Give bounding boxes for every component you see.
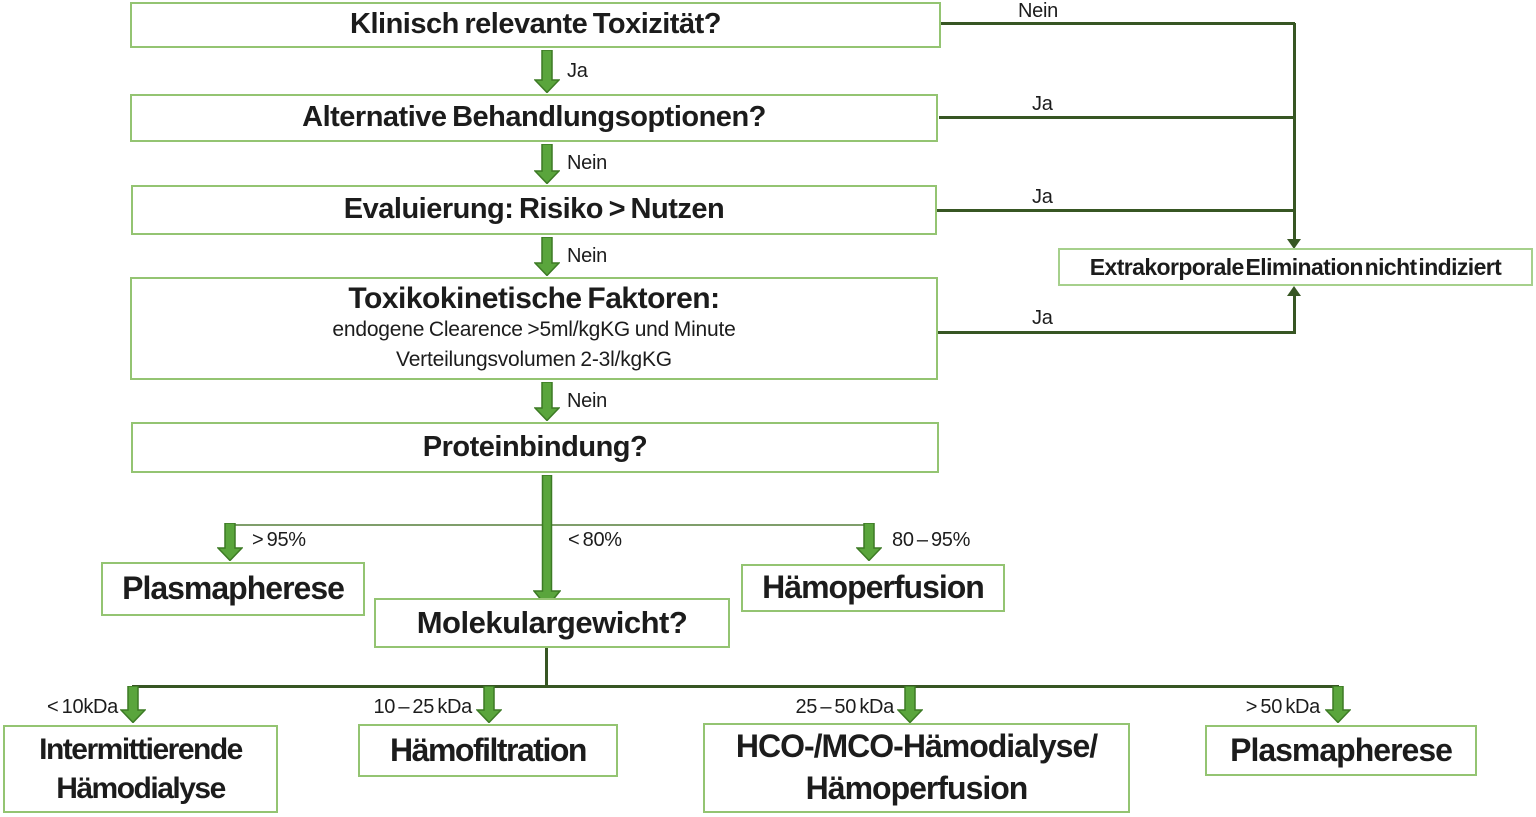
edge-label-protein-lt80: < 80% bbox=[568, 529, 622, 551]
result-box-haemofiltration-label: Hämofiltration bbox=[390, 731, 587, 768]
molecular-stem-line bbox=[545, 646, 548, 688]
decision-box-toxicokinetics-line2: Verteilungsvolumen 2-3l/kgKG bbox=[396, 348, 672, 371]
edge-label-protein-80-95: 80 – 95% bbox=[892, 529, 971, 551]
decision-box-evaluation: Evaluierung: Risiko > Nutzen bbox=[131, 185, 937, 235]
edge-label-toxicity-no: Nein bbox=[1018, 0, 1058, 22]
result-box-intermittent-line2: Hämodialyse bbox=[56, 772, 226, 805]
down-arrow-icon bbox=[897, 686, 923, 723]
edge-label-mw-lt10: < 10kDa bbox=[47, 696, 118, 718]
decision-box-evaluation-label: Evaluierung: Risiko > Nutzen bbox=[343, 193, 725, 226]
result-box-haemoperfusion-label: Hämoperfusion bbox=[762, 569, 985, 606]
connector-right-vertical-line bbox=[1293, 23, 1296, 240]
connector-alternatives-yes-line bbox=[939, 116, 1295, 119]
down-arrow-icon bbox=[533, 475, 561, 608]
connector-up-vertical-line bbox=[1293, 294, 1296, 334]
result-box-intermittent-haemodialysis: Intermittierende Hämodialyse bbox=[3, 725, 278, 813]
edge-label-evaluation-yes: Ja bbox=[1032, 186, 1053, 208]
decision-box-toxicokinetics-title: Toxikokinetische Faktoren: bbox=[348, 282, 720, 316]
edge-label-mw-10-25: 10 – 25 kDa bbox=[373, 696, 472, 718]
decision-box-proteinbinding: Proteinbindung? bbox=[131, 422, 939, 473]
result-box-haemofiltration: Hämofiltration bbox=[358, 724, 618, 777]
result-box-plasmapheresis-right: Plasmapherese bbox=[1205, 725, 1477, 776]
result-box-hco-mco: HCO-/MCO-Hämodialyse/ Hämoperfusion bbox=[703, 723, 1130, 813]
result-box-intermittent-line1: Intermittierende bbox=[39, 733, 243, 766]
edge-label-evaluation-no: Nein bbox=[567, 245, 607, 267]
down-arrow-icon bbox=[534, 144, 560, 184]
decision-box-toxicity-label: Klinisch relevante Toxizität? bbox=[350, 8, 721, 41]
down-arrow-icon bbox=[1325, 686, 1351, 723]
result-box-plasmapheresis-right-label: Plasmapherese bbox=[1230, 731, 1453, 768]
down-arrow-icon bbox=[534, 382, 560, 421]
down-arrow-icon bbox=[534, 237, 560, 276]
edge-label-protein-gt95: > 95% bbox=[252, 529, 306, 551]
result-box-plasmapheresis-left: Plasmapherese bbox=[101, 562, 365, 616]
edge-label-alternatives-no: Nein bbox=[567, 152, 607, 174]
decision-box-alternatives-label: Alternative Behandlungsoptionen? bbox=[302, 101, 766, 134]
down-arrow-icon bbox=[534, 50, 560, 93]
decision-box-molecularweight: Molekulargewicht? bbox=[374, 598, 730, 648]
edge-label-toxicokinetics-no: Nein bbox=[567, 390, 607, 412]
edge-label-toxicokinetics-yes: Ja bbox=[1032, 307, 1053, 329]
connector-toxicokinetics-yes-line bbox=[938, 331, 1296, 334]
decision-box-toxicokinetics-line1: endogene Clearence >5ml/kgKG und Minute bbox=[332, 318, 736, 342]
down-arrow-icon bbox=[856, 523, 882, 561]
result-box-plasmapheresis-left-label: Plasmapherese bbox=[122, 570, 345, 607]
down-arrow-icon bbox=[120, 686, 146, 723]
arrowhead-down-icon bbox=[1287, 239, 1301, 249]
edge-label-mw-gt50: > 50 kDa bbox=[1245, 696, 1321, 718]
result-box-haemoperfusion: Hämoperfusion bbox=[741, 564, 1005, 612]
edge-label-toxicity-yes: Ja bbox=[567, 60, 588, 82]
down-arrow-icon bbox=[217, 523, 243, 561]
molecular-branch-line bbox=[132, 685, 1339, 688]
edge-label-mw-25-50: 25 – 50 kDa bbox=[795, 696, 894, 718]
edge-label-alternatives-yes: Ja bbox=[1032, 93, 1053, 115]
result-box-hco-mco-line2: Hämoperfusion bbox=[805, 770, 1029, 806]
decision-box-toxicokinetics: Toxikokinetische Faktoren: endogene Clea… bbox=[130, 277, 938, 380]
result-box-not-indicated: Extrakorporale Elimination nicht indizie… bbox=[1058, 248, 1533, 286]
result-box-not-indicated-label: Extrakorporale Elimination nicht indizie… bbox=[1089, 253, 1502, 280]
arrowhead-up-icon bbox=[1287, 286, 1301, 296]
connector-evaluation-yes-line bbox=[937, 209, 1295, 212]
result-box-hco-mco-line1: HCO-/MCO-Hämodialyse/ bbox=[735, 728, 1098, 765]
decision-box-proteinbinding-label: Proteinbindung? bbox=[422, 430, 648, 463]
down-arrow-icon bbox=[476, 686, 502, 723]
decision-box-toxicity: Klinisch relevante Toxizität? bbox=[130, 2, 941, 48]
connector-toxicity-no-line bbox=[941, 22, 1295, 25]
decision-box-alternatives: Alternative Behandlungsoptionen? bbox=[130, 94, 938, 142]
decision-box-molecularweight-label: Molekulargewicht? bbox=[416, 605, 688, 640]
